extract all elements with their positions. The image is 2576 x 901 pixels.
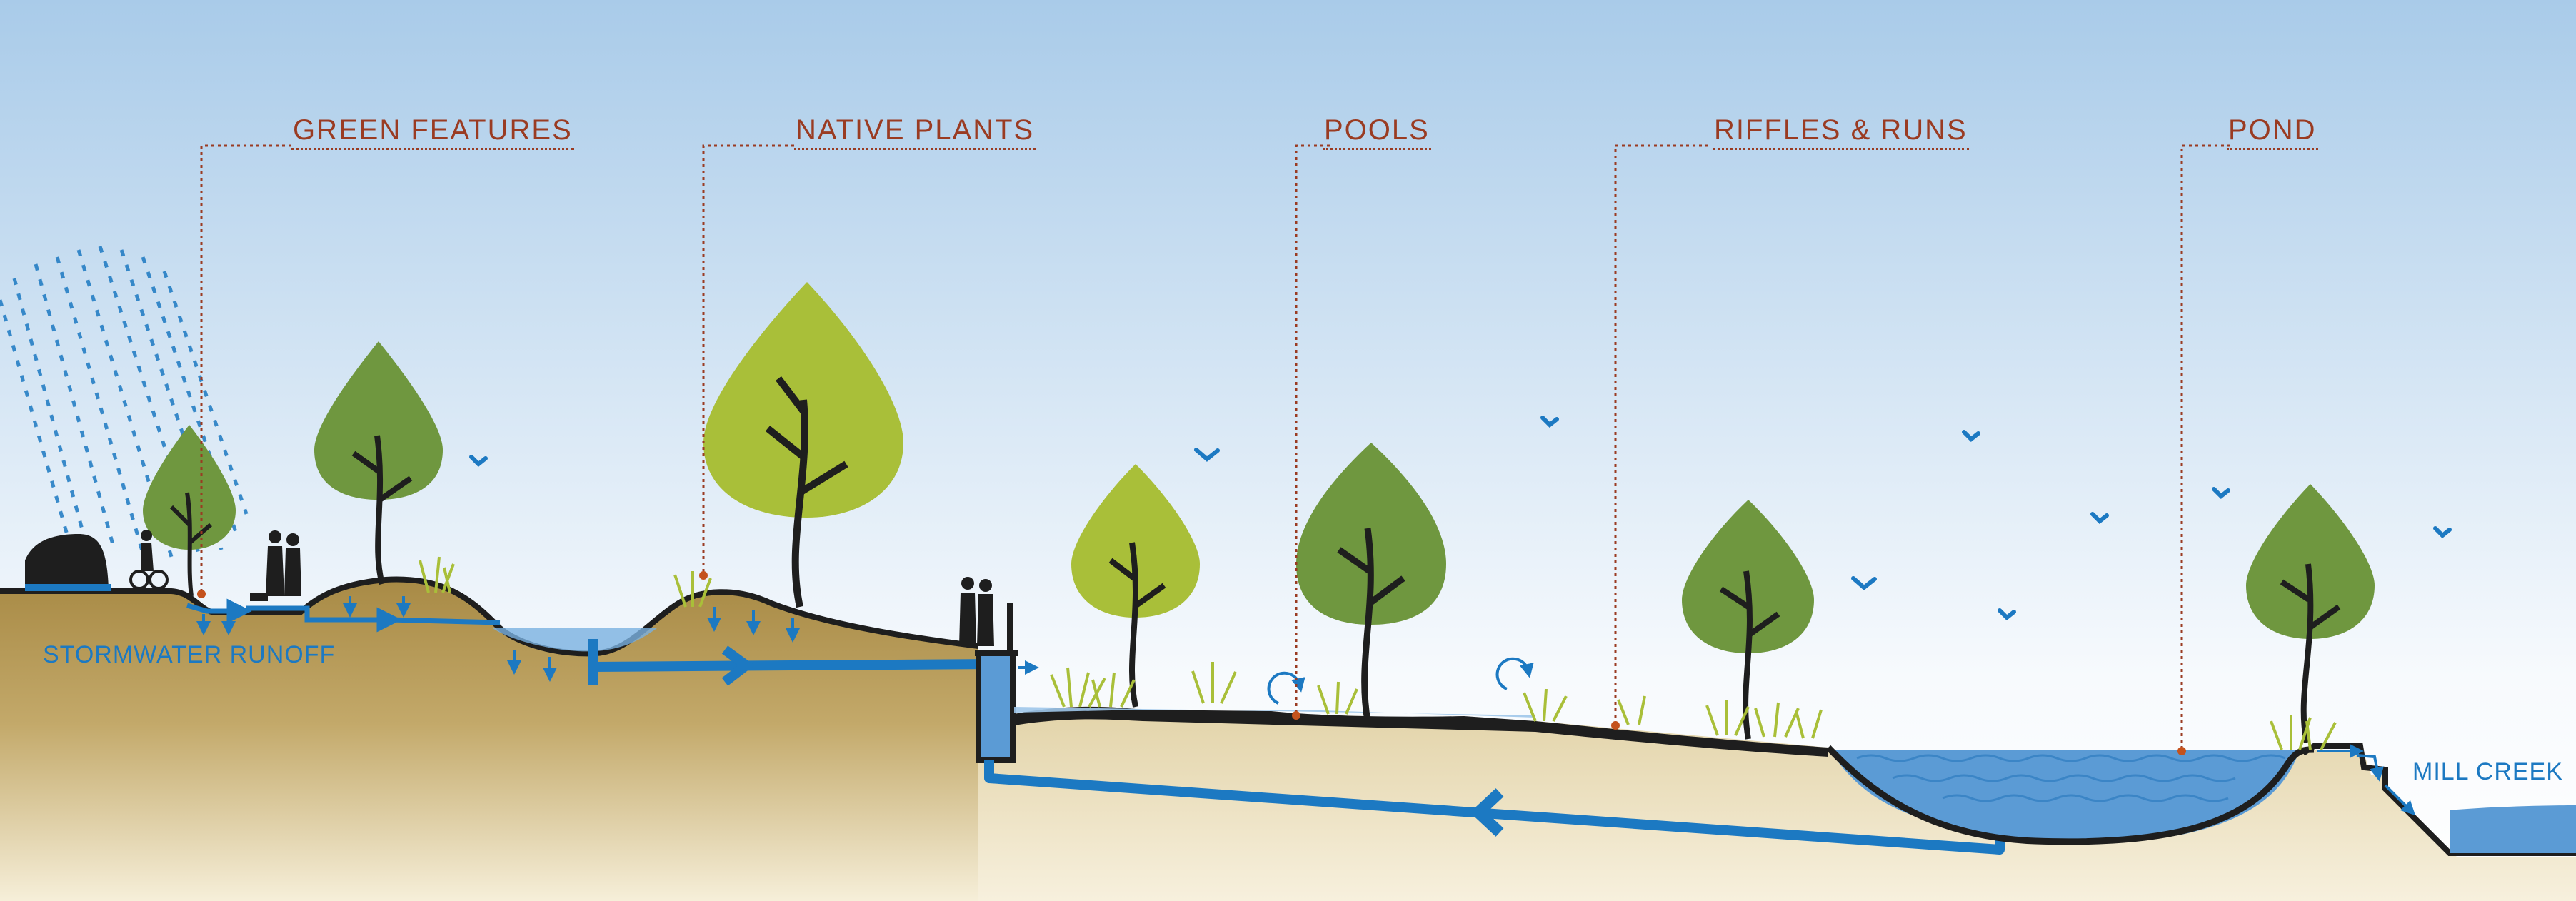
pond-water (1828, 750, 2300, 840)
cyclist (129, 530, 169, 590)
trees (143, 282, 2375, 743)
tree-pond (2246, 484, 2375, 743)
leader-lines (200, 144, 2230, 750)
upper-pipe (588, 639, 997, 686)
small-pool-water (493, 628, 657, 652)
label-riffles-runs: RIFFLES & RUNS (1713, 114, 1969, 150)
infiltration-arrows (196, 596, 800, 682)
pond-outline (1825, 745, 2315, 845)
label-mill-creek: MILL CREEK (2412, 758, 2563, 785)
silhouettes (25, 530, 1013, 653)
leader-dots (197, 571, 2186, 755)
green-feature-flow (186, 598, 501, 633)
mill-creek-water (2450, 805, 2576, 853)
left-ground (0, 579, 978, 901)
tree-native (703, 282, 903, 608)
label-green-features: GREEN FEATURES (291, 114, 574, 150)
car (25, 534, 109, 589)
pond-ripples (1856, 754, 2286, 802)
weir-flow-arrows (2317, 744, 2416, 816)
people-bench (250, 530, 301, 601)
label-pond: POND (2227, 114, 2318, 150)
label-pools: POOLS (1323, 114, 1431, 150)
tree-light-pool (1071, 464, 1200, 708)
drop-shaft (976, 653, 1016, 763)
label-native-plants: NATIVE PLANTS (794, 114, 1036, 150)
right-ground (978, 706, 2576, 901)
tree-pool (1296, 443, 1446, 722)
grasses (419, 556, 2337, 750)
streambed (1014, 706, 1828, 757)
label-stormwater-runoff: STORMWATER RUNOFF (43, 641, 336, 668)
tree-1 (314, 341, 443, 585)
tree-riffle (1682, 500, 1814, 740)
birds (469, 416, 2452, 621)
ground-outline (0, 576, 979, 657)
people-overlook (959, 577, 1013, 653)
pool-water (1014, 707, 1535, 718)
